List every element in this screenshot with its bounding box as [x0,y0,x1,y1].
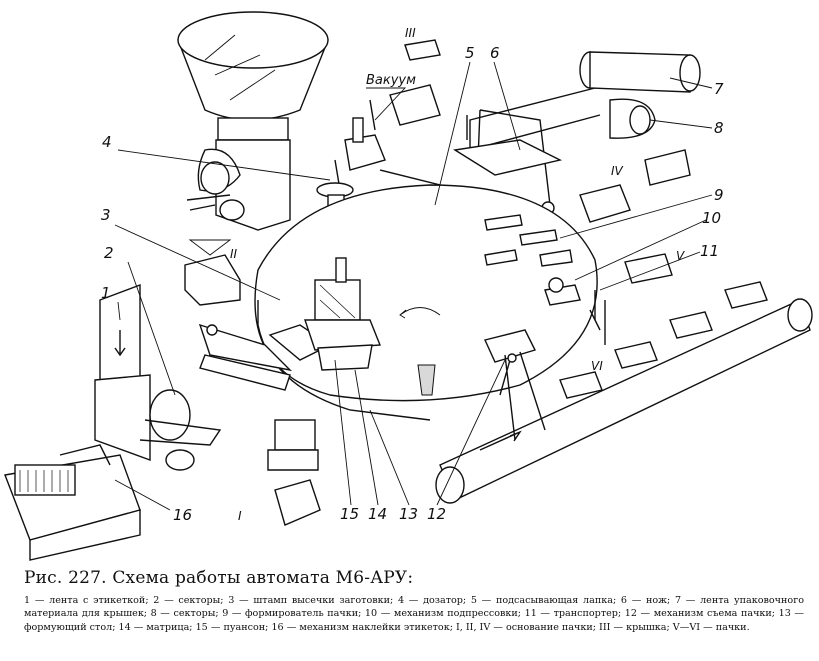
roman-label-i: I [238,509,242,523]
label-5: 5 [465,44,475,62]
caption-legend: 1 — лента с этикеткой; 2 — секторы; 3 — … [24,595,804,633]
label-8: 8 [714,119,724,137]
punch-and-matrix [304,257,382,371]
caption-title: Рис. 227. Схема работы автомата М6-АРУ: [24,568,414,588]
label-belt [94,283,222,471]
label-13: 13 [399,505,418,523]
label-10: 10 [702,209,721,227]
vacuum-label: Вакуум [366,73,416,88]
label-2: 2 [104,244,114,262]
label-9: 9 [714,186,724,204]
label-1: 1 [101,284,111,302]
label-16: 16 [173,506,192,524]
label-14: 14 [368,505,387,523]
roman-label-iii: III [405,26,416,40]
machine-diagram: 1 2 3 4 5 6 7 8 9 10 11 12 13 14 15 16 I… [4,11,813,561]
pack-boxes [184,39,691,526]
label-11: 11 [700,242,719,260]
sectors-and-press [484,214,606,345]
roman-label-v: V [676,249,685,263]
forming-table [254,184,598,421]
label-4: 4 [102,133,112,151]
figure-caption: Рис. 227. Схема работы автомата М6-АРУ: … [24,568,804,634]
label-7: 7 [714,80,724,98]
stamp [198,323,332,391]
label-glue-mechanism [4,444,141,561]
lid-material-belt [469,51,701,151]
label-3: 3 [101,206,111,224]
leader-lines [114,61,713,511]
label-15: 15 [340,505,359,523]
roman-label-iv: IV [611,164,624,178]
label-12: 12 [427,505,446,523]
removal-mechanism [484,329,546,441]
roman-label-ii: II [230,247,238,261]
hopper [177,11,329,231]
transporter [435,253,813,504]
label-6: 6 [490,44,500,62]
roman-label-vi: VI [591,359,603,373]
